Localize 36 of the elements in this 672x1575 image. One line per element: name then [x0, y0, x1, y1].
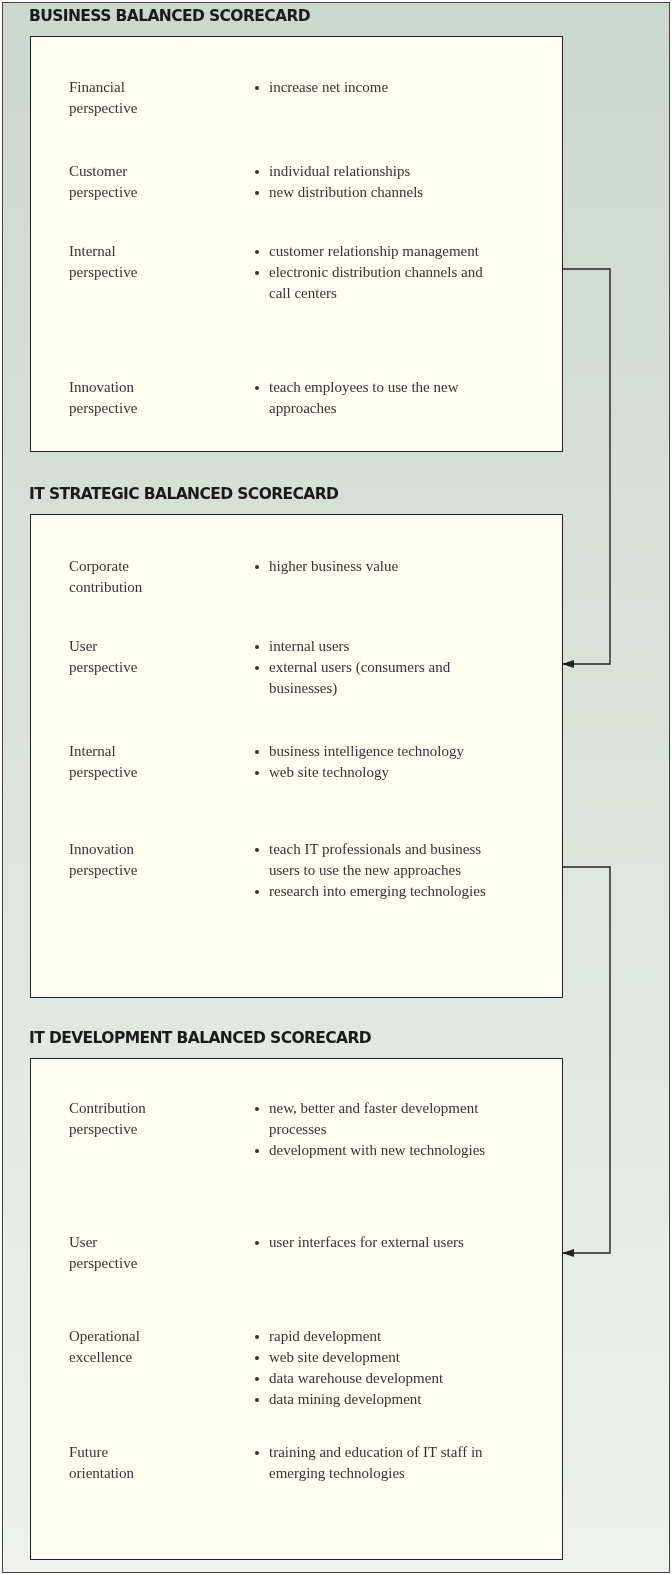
scorecard-heading: BUSINESS BALANCED SCORECARD: [29, 7, 310, 25]
perspective-label: Innovation perspective: [69, 840, 139, 880]
bullet-item: training and education of IT staff in emerging technologies: [253, 1442, 493, 1484]
perspective-label: User perspective: [69, 637, 139, 677]
connector-arrow: [562, 866, 611, 1257]
connector-arrow: [562, 268, 611, 668]
perspective-label: Operational excellence: [69, 1327, 141, 1367]
bullet-item: web site development: [253, 1347, 493, 1368]
bullet-item: higher business value: [253, 556, 493, 577]
perspective-label: Corporate contribution: [69, 557, 144, 597]
bullet-item: data mining development: [253, 1389, 493, 1410]
bullet-item: data warehouse development: [253, 1368, 493, 1389]
perspective-label: Internal perspective: [69, 742, 139, 782]
bullet-item: customer relationship management: [253, 241, 493, 262]
perspective-label: Financial perspective: [69, 78, 139, 118]
bullet-item: external users (consumers and businesses): [253, 657, 493, 699]
bullet-item: research into emerging technologies: [253, 881, 493, 902]
perspective-label: Customer perspective: [69, 162, 139, 202]
bullet-item: individual relationships: [253, 161, 493, 182]
perspective-label: Internal perspective: [69, 242, 139, 282]
bullet-item: increase net income: [253, 77, 493, 98]
perspective-label: User perspective: [69, 1233, 139, 1273]
bullet-item: new distribution channels: [253, 182, 493, 203]
perspective-label: Innovation perspective: [69, 378, 139, 418]
perspective-label: Contribution perspective: [69, 1099, 147, 1139]
bullet-item: development with new technologies: [253, 1140, 493, 1161]
bullet-item: user interfaces for external users: [253, 1232, 493, 1253]
bullet-item: electronic distribution channels and call centers: [253, 262, 493, 304]
bullet-item: web site technology: [253, 762, 493, 783]
bullet-item: teach employees to use the new approaches: [253, 377, 493, 419]
bullet-item: business intelligence technology: [253, 741, 493, 762]
bullet-item: internal users: [253, 636, 493, 657]
perspective-label: Future orientation: [69, 1443, 135, 1483]
bullet-item: rapid development: [253, 1326, 493, 1347]
scorecard-heading: IT STRATEGIC BALANCED SCORECARD: [29, 485, 339, 503]
scorecard-heading: IT DEVELOPMENT BALANCED SCORECARD: [29, 1029, 372, 1047]
